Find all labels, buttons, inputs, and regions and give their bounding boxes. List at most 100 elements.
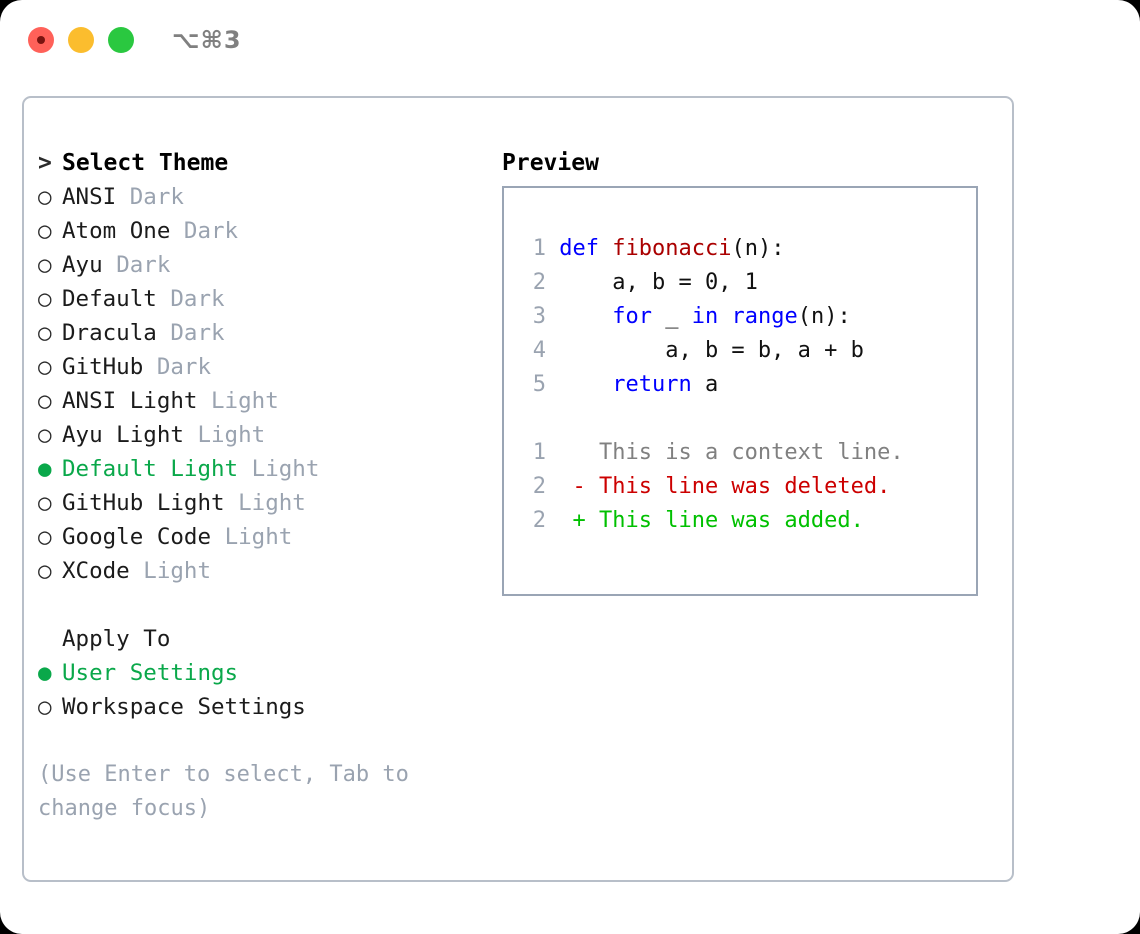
theme-appearance-tag: Dark (183, 218, 239, 244)
theme-appearance-tag: Dark (170, 320, 225, 346)
apply-to-option-label: Workspace Settings (62, 694, 306, 720)
traffic-lights (28, 27, 134, 53)
gutter-gap (546, 270, 559, 295)
theme-item-github[interactable]: ○ GitHub Dark (38, 350, 494, 384)
theme-appearance-tag: Light (238, 490, 306, 516)
theme-item-google-code[interactable]: ○ Google Code Light (38, 520, 494, 554)
close-icon (37, 36, 45, 44)
select-theme-header: > Select Theme (38, 146, 494, 180)
code-line: 5 return a (518, 368, 976, 402)
diff-sample: 1 This is a context line.2 - This line w… (518, 436, 976, 538)
theme-item-label: Dracula (62, 320, 171, 346)
theme-picker-panel: >Select Theme ○ANSI Dark○Atom One Dark○A… (22, 96, 1014, 882)
theme-item-label: XCode (62, 558, 144, 584)
theme-appearance-tag: Dark (156, 354, 212, 380)
radio-unselected-icon: ○ (38, 558, 52, 584)
theme-item-xcode[interactable]: ○XCode Light (38, 554, 494, 588)
theme-appearance-tag: Light (251, 456, 320, 482)
theme-item-label: Default Light (62, 456, 252, 482)
diff-line-text: This is a context line. (546, 440, 904, 465)
theme-item-label: Google Code (62, 524, 225, 550)
theme-appearance-tag: Dark (129, 184, 184, 210)
theme-item-dracula[interactable]: ○ Dracula Dark (38, 316, 494, 350)
code-line: 2 a, b = 0, 1 (518, 266, 976, 300)
theme-item-ansi-light[interactable]: ○ANSI Light Light (38, 384, 494, 418)
radio-selected-icon: ● (38, 456, 52, 482)
radio-unselected-icon: ○ (38, 184, 52, 210)
code-token-plain: (n): (797, 304, 851, 329)
minimize-button[interactable] (68, 27, 94, 53)
line-number: 1 (532, 236, 546, 261)
diff-line-del: 2 - This line was deleted. (518, 470, 976, 504)
radio-unselected-icon: ○ (38, 320, 52, 346)
radio-unselected-icon: ○ (38, 252, 52, 278)
theme-item-label: Default (62, 286, 171, 312)
diff-line-text: - This line was deleted. (546, 474, 891, 499)
gutter-gap (546, 236, 559, 261)
preview-column: Preview 1 def fibonacci(n):2 a, b = 0, 1… (494, 98, 1012, 880)
theme-item-ayu-light[interactable]: ○Ayu Light Light (38, 418, 494, 452)
theme-item-atom-one[interactable]: ○ Atom One Dark (38, 214, 494, 248)
select-theme-header-label: Select Theme (62, 150, 229, 176)
code-token-kw: range (731, 304, 798, 329)
theme-item-ayu[interactable]: ○ Ayu Dark (38, 248, 494, 282)
theme-item-github-light[interactable]: ○GitHub Light Light (38, 486, 494, 520)
radio-unselected-icon: ○ (38, 354, 52, 380)
maximize-button[interactable] (108, 27, 134, 53)
theme-list-column: >Select Theme ○ANSI Dark○Atom One Dark○A… (24, 98, 494, 880)
theme-appearance-tag: Light (211, 388, 279, 414)
apply-to-option-workspace-settings[interactable]: ○ Workspace Settings (38, 690, 494, 724)
radio-unselected-icon: ○ (38, 490, 52, 516)
theme-item-default-light[interactable]: ● Default Light Light (38, 452, 494, 486)
apply-to-option-user-settings[interactable]: ●User Settings (38, 656, 494, 690)
apply-to-title-label: Apply To (62, 626, 171, 652)
diff-line-ctx: 1 This is a context line. (518, 436, 976, 470)
code-token-kw: in (691, 304, 719, 329)
apply-to-title: Apply To (38, 622, 494, 656)
line-number: 2 (532, 270, 546, 295)
code-token-plain: a (691, 372, 719, 397)
apply-to-list: ●User Settings ○ Workspace Settings (38, 656, 494, 724)
theme-item-label: Atom One (62, 218, 184, 244)
radio-selected-icon: ● (38, 660, 52, 686)
theme-item-ansi[interactable]: ○ ANSI Dark (38, 180, 494, 214)
code-token-plain (718, 304, 731, 329)
theme-item-label: ANSI Light (62, 388, 212, 414)
line-number: 4 (532, 338, 546, 363)
theme-list: ○ANSI Dark○Atom One Dark○Ayu Dark○Defaul… (38, 180, 494, 588)
theme-item-label: ANSI (62, 184, 130, 210)
list-spacer (38, 588, 494, 622)
theme-appearance-tag: Light (224, 524, 293, 550)
radio-unselected-icon: ○ (38, 524, 52, 550)
theme-appearance-tag: Light (197, 422, 266, 448)
code-line: 3 for _ in range(n): (518, 300, 976, 334)
code-token-plain: (n): (731, 236, 785, 261)
theme-item-label: GitHub (62, 354, 157, 380)
code-token-plain: _ (651, 304, 692, 329)
code-token-plain: a, b = 0, 1 (559, 270, 758, 295)
title-bar: ⌥⌘3 (0, 0, 1140, 80)
theme-appearance-tag: Dark (116, 252, 171, 278)
code-token-kw: def (559, 236, 613, 261)
radio-unselected-icon: ○ (38, 422, 52, 448)
apply-to-indent (38, 622, 62, 656)
code-token-plain: a, b = b, a + b (559, 338, 864, 363)
keyboard-hint: (Use Enter to select, Tab to change focu… (38, 762, 409, 821)
theme-item-default[interactable]: ○Default Dark (38, 282, 494, 316)
code-token-kw: for (612, 304, 652, 329)
theme-appearance-tag: Dark (170, 286, 225, 312)
code-line: 1 def fibonacci(n): (518, 232, 976, 266)
theme-item-label: Ayu (62, 252, 117, 278)
diff-line-text: + This line was added. (546, 508, 864, 533)
line-number: 2 (532, 508, 546, 533)
radio-unselected-icon: ○ (38, 218, 52, 244)
code-line: 4 a, b = b, a + b (518, 334, 976, 368)
code-token-plain (559, 304, 612, 329)
radio-unselected-icon: ○ (38, 694, 52, 720)
close-button[interactable] (28, 27, 54, 53)
line-number: 5 (532, 372, 546, 397)
prompt-caret-icon: > (38, 150, 52, 176)
